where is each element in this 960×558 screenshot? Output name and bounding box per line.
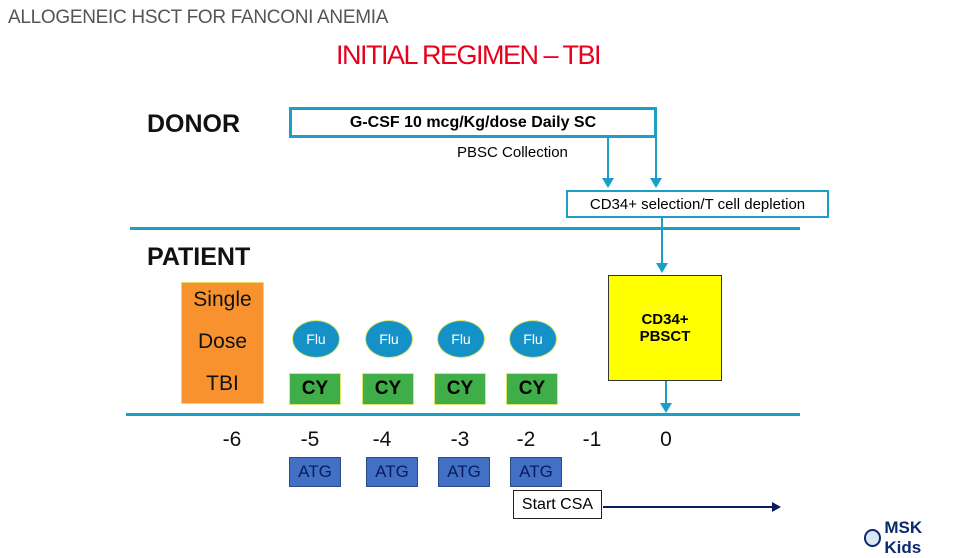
arrow-down-icon (602, 178, 614, 188)
atg-dose: ATG (438, 457, 490, 487)
header: ALLOGENEIC HSCT FOR FANCONI ANEMIA (8, 7, 389, 28)
timeline-axis (126, 413, 800, 416)
transplant-line: CD34+ (641, 311, 689, 328)
day-label: -5 (300, 428, 320, 451)
flu-dose: Flu (292, 320, 340, 358)
cy-dose: CY (362, 373, 414, 405)
day-label: -2 (516, 428, 536, 451)
divider-line (130, 227, 800, 230)
logo-text: MSK Kids (884, 518, 923, 557)
day-label: -4 (372, 428, 392, 451)
msk-kids-logo: MSK Kids (864, 518, 960, 558)
arrow-down-icon (656, 263, 668, 273)
atg-dose: ATG (289, 457, 341, 487)
atg-dose: ATG (366, 457, 418, 487)
pbsc-collection-label: PBSC Collection (457, 144, 568, 161)
day-label: 0 (660, 428, 672, 451)
csa-line (603, 506, 773, 508)
tbi-box: Single Dose TBI (181, 282, 264, 404)
tbi-line: Single (193, 288, 252, 311)
connector (655, 138, 657, 178)
day-label: -1 (582, 428, 602, 451)
tbi-line: Dose (197, 330, 248, 353)
page-title: INITIAL REGIMEN – TBI (335, 40, 602, 70)
logo-icon (864, 529, 882, 547)
start-csa-box: Start CSA (513, 490, 602, 519)
cy-dose: CY (506, 373, 558, 405)
flu-dose: Flu (509, 320, 557, 358)
selection-box: CD34+ selection/T cell depletion (566, 190, 829, 218)
transplant-box: CD34+ PBSCT (608, 275, 722, 381)
flu-dose: Flu (365, 320, 413, 358)
arrow-down-icon (650, 178, 662, 188)
arrow-down-icon (660, 403, 672, 413)
flu-dose: Flu (437, 320, 485, 358)
day-label: -6 (222, 428, 242, 451)
tbi-line: TBI (206, 372, 239, 395)
cy-dose: CY (434, 373, 486, 405)
arrow-right-icon (772, 502, 781, 512)
gcsf-box: G-CSF 10 mcg/Kg/dose Daily SC (289, 107, 657, 138)
connector (665, 381, 667, 403)
cy-dose: CY (289, 373, 341, 405)
donor-label: DONOR (147, 110, 241, 138)
connector (661, 218, 663, 264)
day-label: -3 (450, 428, 470, 451)
connector (607, 138, 609, 178)
transplant-line: PBSCT (639, 328, 691, 345)
patient-label: PATIENT (147, 243, 251, 271)
atg-dose: ATG (510, 457, 562, 487)
